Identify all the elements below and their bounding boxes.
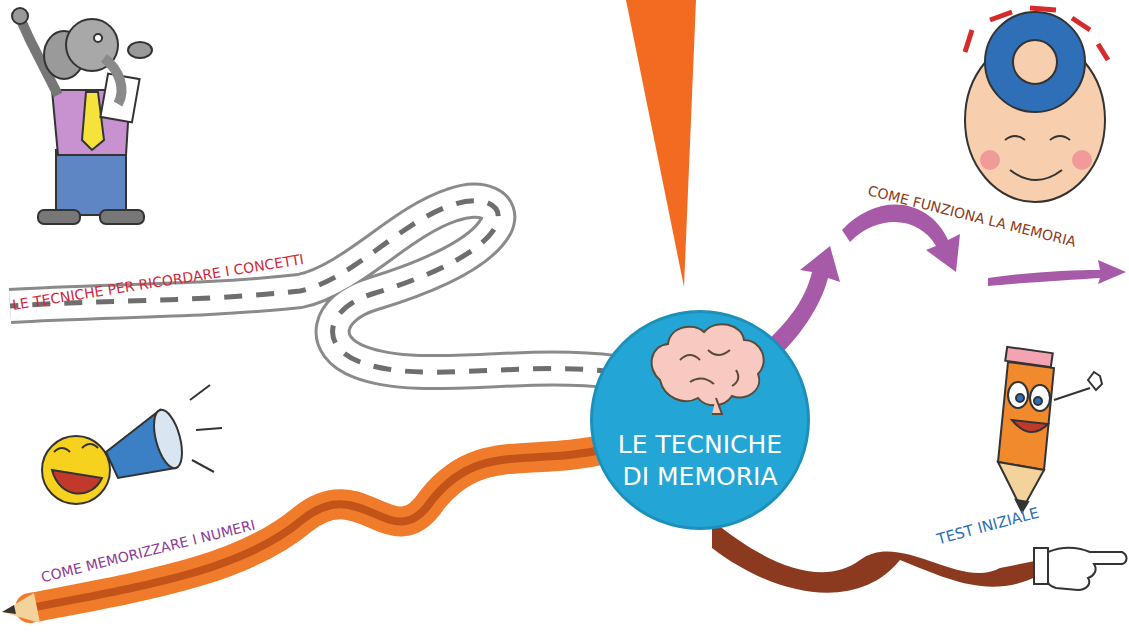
pencil-cartoon	[1054, 372, 1102, 400]
purple-arrows	[988, 260, 1126, 286]
road-branch	[10, 201, 615, 372]
pencil-cartoon	[1016, 394, 1024, 402]
megaphone-smiley	[42, 436, 110, 504]
cog-head	[965, 8, 1108, 202]
orange-wedge	[626, 0, 696, 287]
topic-circle: LE TECNICHE DI MEMORIA	[590, 310, 810, 530]
elephant-cartoon	[104, 58, 122, 104]
elephant-cartoon	[56, 150, 126, 215]
branch-label: TEST INIZIALE	[935, 504, 1041, 549]
elephant-cartoon	[12, 8, 28, 24]
cog-head	[1072, 150, 1092, 170]
pencil-cartoon	[1012, 420, 1048, 432]
topic-title: LE TECNICHE DI MEMORIA	[610, 429, 790, 493]
elephant-cartoon	[100, 210, 144, 224]
pencil-cartoon	[998, 347, 1102, 512]
elephant-cartoon	[94, 34, 102, 42]
pencil-cartoon	[1008, 382, 1028, 408]
pencil-cartoon	[998, 362, 1054, 470]
elephant-cartoon	[128, 42, 152, 58]
pencil-cartoon	[1030, 385, 1050, 411]
road-branch	[10, 201, 615, 372]
road-branch	[10, 201, 615, 372]
megaphone-smiley	[42, 385, 222, 504]
megaphone-smiley	[54, 444, 98, 452]
brown-branch	[1034, 548, 1048, 584]
cog-head	[1005, 136, 1070, 140]
cog-head	[1010, 170, 1062, 180]
orange-wedge	[626, 0, 696, 287]
brown-branch	[1048, 548, 1127, 590]
elephant-cartoon	[38, 210, 80, 224]
pencil-cartoon	[1034, 397, 1042, 405]
megaphone-smiley	[52, 470, 102, 494]
megaphone-smiley	[149, 407, 188, 471]
elephant-cartoon	[12, 8, 152, 224]
cog-head	[965, 8, 1108, 60]
purple-arrows	[760, 205, 1126, 360]
cog-head	[980, 150, 1000, 170]
elephant-cartoon	[82, 92, 104, 150]
megaphone-smiley	[190, 385, 222, 472]
cog-head	[1013, 40, 1057, 84]
cog-head	[985, 12, 1085, 112]
road-branch	[10, 201, 615, 372]
pencil-branch	[2, 593, 40, 623]
brown-branch	[712, 520, 1127, 593]
pencil-branch	[2, 605, 16, 614]
